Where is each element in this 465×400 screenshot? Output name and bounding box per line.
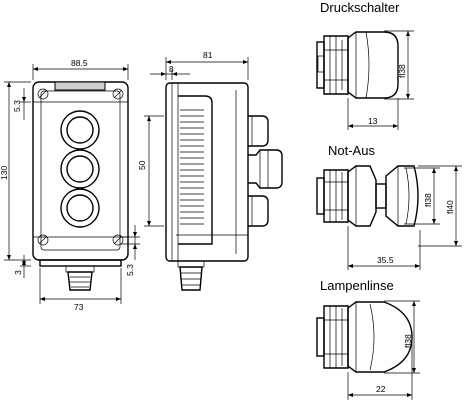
front-bottom-width-label: 73: [74, 302, 84, 312]
side-lip-label: 8: [169, 64, 174, 74]
pushbutton-diameter-label: fl38: [397, 64, 407, 78]
lamp-lens-drawing: [316, 301, 413, 373]
front-dimensions: [4, 64, 140, 304]
side-view: [165, 82, 283, 291]
pushbutton-title: Druckschalter: [320, 0, 400, 15]
side-pitch-label: 50: [137, 160, 147, 170]
lamp-lens-length-label: 22: [376, 384, 386, 394]
emergency-stop-length-label: 35.5: [377, 255, 394, 265]
pushbutton-length-label: 13: [368, 116, 378, 126]
front-bottom-offset-label: 3: [13, 270, 23, 275]
front-top-offset-label: 5.3: [12, 100, 22, 112]
side-dimensions: [144, 57, 249, 227]
lamp-lens-diameter-label: fl38: [403, 334, 413, 348]
pushbutton-drawing: [316, 31, 399, 99]
cooling-fins: [180, 109, 204, 225]
emergency-stop-drawing: [316, 165, 419, 227]
lamp-lens-dimensions: [347, 300, 420, 400]
emergency-stop-inner-diameter-label: fl38: [423, 193, 433, 207]
pushbutton-dimensions: [347, 30, 414, 130]
front-view: [32, 81, 129, 291]
emergency-stop-dimensions: [347, 165, 462, 270]
front-bottom-right-offset-label: 5.3: [125, 264, 135, 276]
emergency-stop-title: Not-Aus: [328, 143, 375, 158]
emergency-stop-outer-diameter-label: fl40: [445, 200, 455, 214]
front-width-label: 88.5: [71, 58, 88, 68]
lamp-lens-title: Lampenlinse: [320, 278, 394, 293]
front-height-label: 130: [0, 166, 9, 180]
side-depth-label: 81: [203, 50, 213, 60]
